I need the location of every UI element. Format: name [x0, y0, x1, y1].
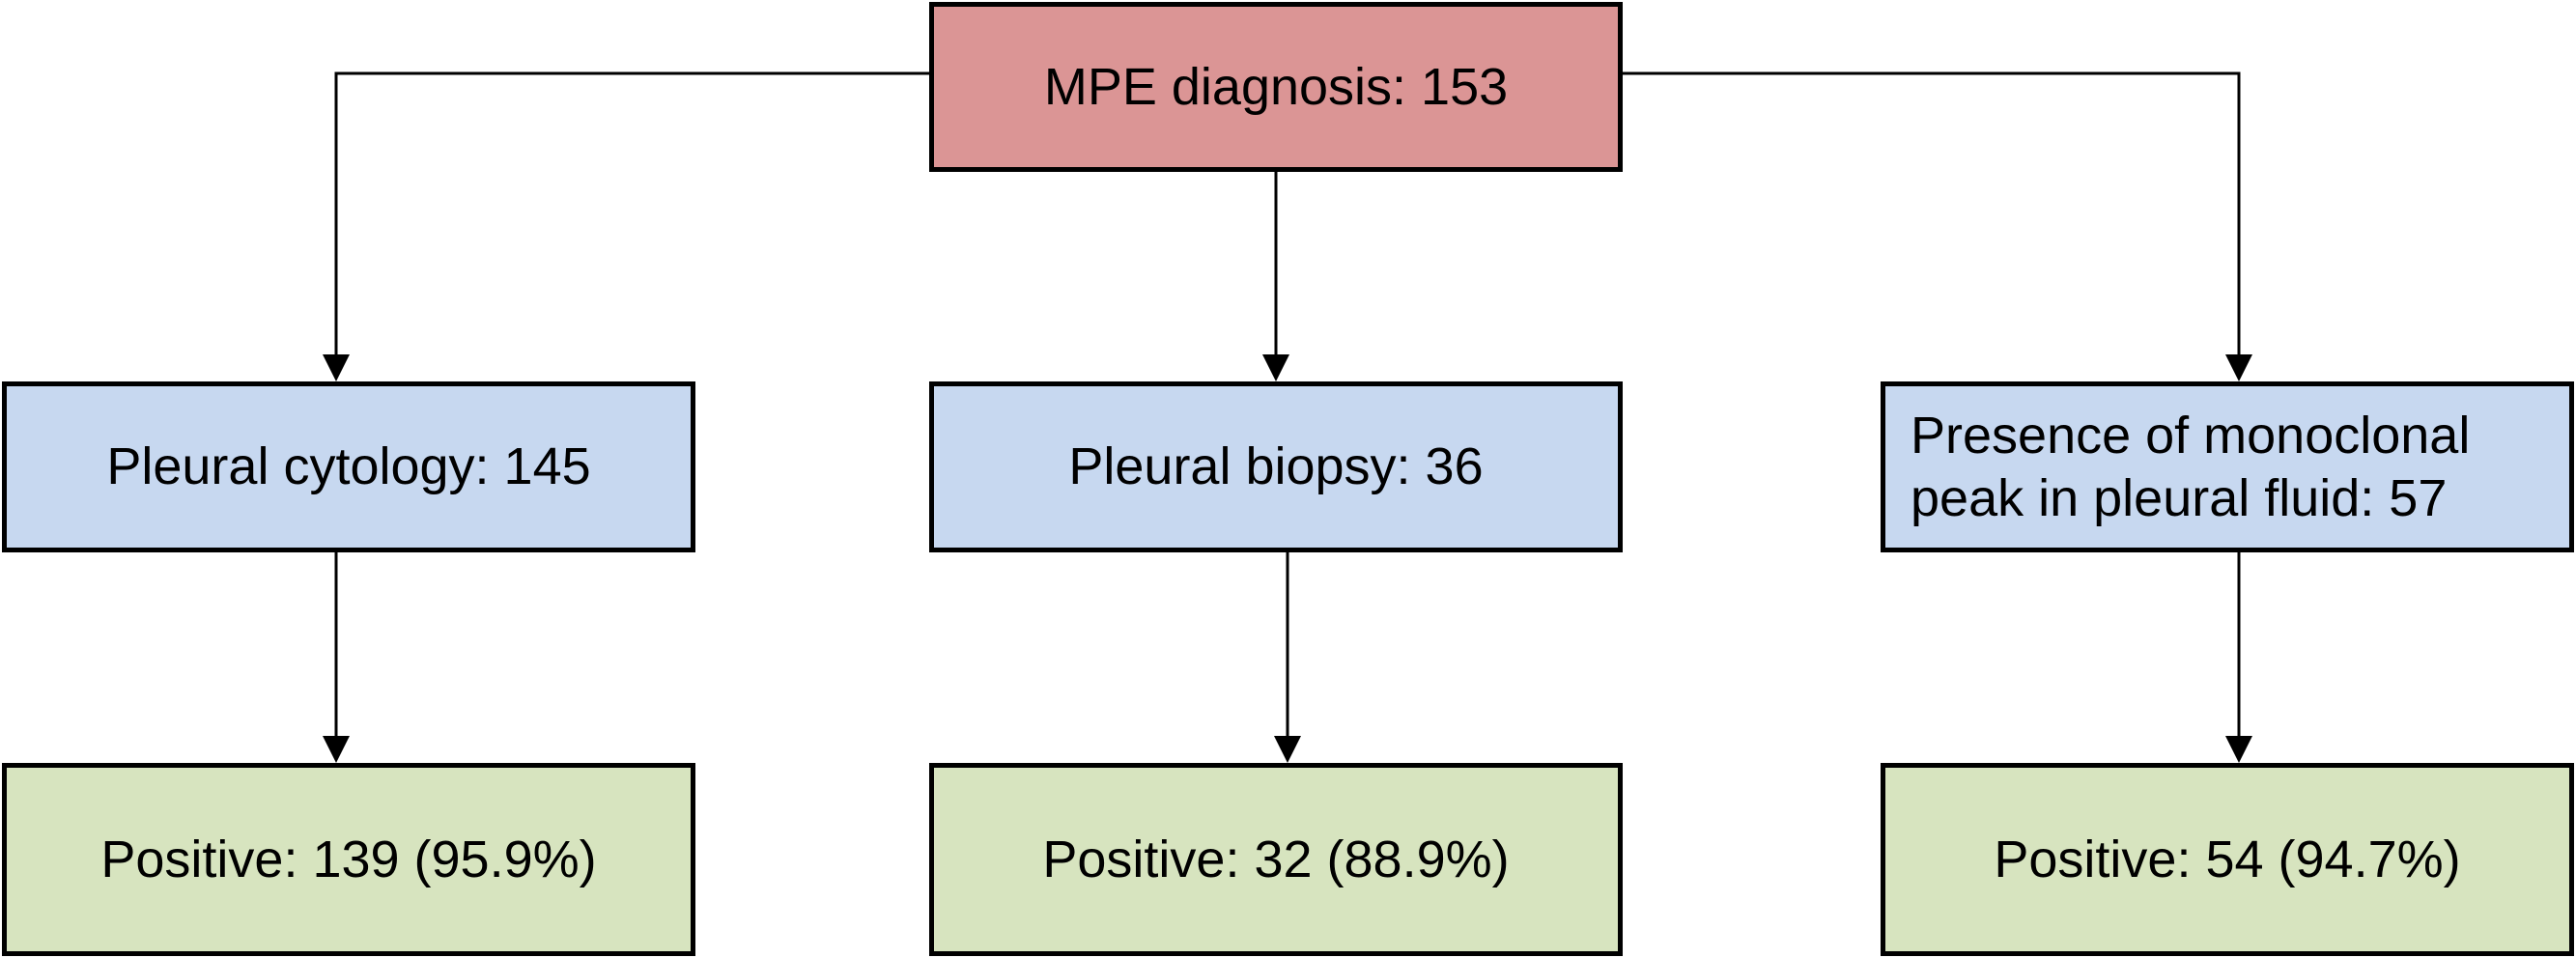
node-monoclonal-positive: Positive: 54 (94.7%) — [1881, 763, 2574, 956]
node-mpe-diagnosis-label: MPE diagnosis: 153 — [1043, 57, 1509, 116]
node-cytology-positive-label: Positive: 139 (95.9%) — [100, 830, 597, 888]
node-monoclonal-peak-text: Presence of monoclonal peak in pleural f… — [1911, 405, 2470, 530]
node-biopsy-positive: Positive: 32 (88.9%) — [929, 763, 1623, 956]
node-monoclonal-peak: Presence of monoclonal peak in pleural f… — [1881, 381, 2574, 552]
node-pleural-biopsy: Pleural biopsy: 36 — [929, 381, 1623, 552]
node-mpe-diagnosis: MPE diagnosis: 153 — [929, 2, 1623, 172]
connector-root-to-monoclonal — [1623, 71, 2241, 357]
node-monoclonal-peak-line2: peak in pleural fluid: 57 — [1911, 468, 2448, 527]
arrowhead-root-to-biopsy — [1262, 354, 1289, 381]
node-pleural-cytology-label: Pleural cytology: 145 — [106, 437, 591, 496]
arrowhead-monoclonal-to-monoclonal_positive — [2225, 736, 2252, 763]
node-cytology-positive: Positive: 139 (95.9%) — [2, 763, 695, 956]
node-pleural-biopsy-label: Pleural biopsy: 36 — [1068, 437, 1484, 496]
arrowhead-root-to-monoclonal — [2225, 354, 2252, 381]
node-monoclonal-peak-line1: Presence of monoclonal — [1911, 406, 2471, 465]
node-biopsy-positive-label: Positive: 32 (88.9%) — [1042, 830, 1510, 888]
arrowhead-cytology-to-cytology_positive — [323, 736, 350, 763]
node-monoclonal-positive-label: Positive: 54 (94.7%) — [1994, 830, 2461, 888]
arrowhead-biopsy-to-biopsy_positive — [1274, 736, 1301, 763]
arrowhead-root-to-cytology — [323, 354, 350, 381]
connector-root-to-cytology — [334, 71, 929, 357]
node-pleural-cytology: Pleural cytology: 145 — [2, 381, 695, 552]
